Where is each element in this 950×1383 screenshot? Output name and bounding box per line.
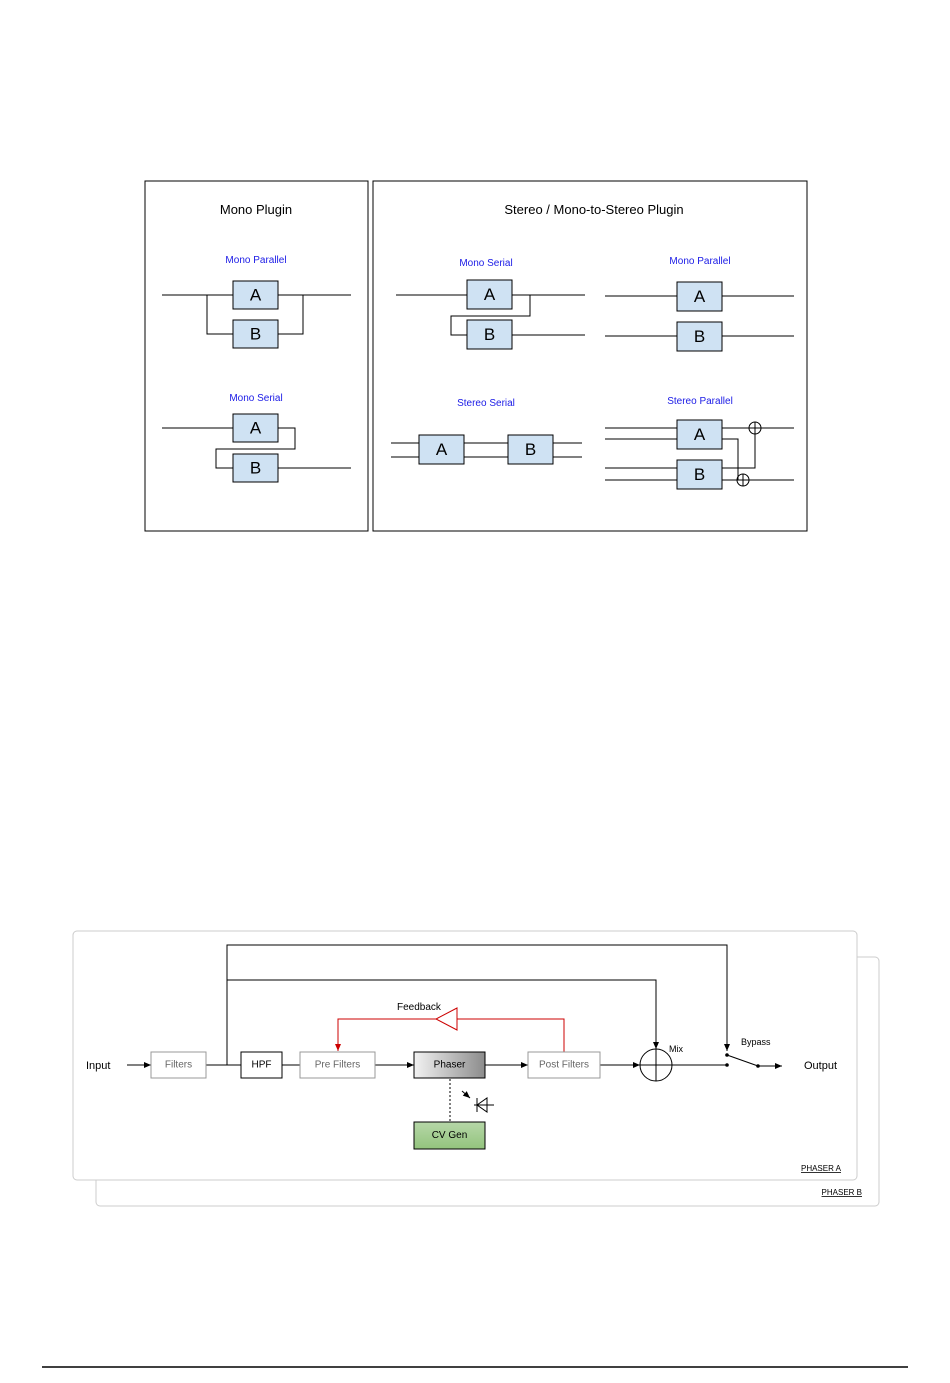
phaser-b-tag: PHASER B bbox=[822, 1188, 862, 1197]
stereo-parallel-label: Stereo Parallel bbox=[667, 396, 733, 407]
mono-serial-block-b-label: B bbox=[250, 459, 261, 478]
signal-flow-diagram: PHASER B PHASER A bbox=[73, 931, 879, 1206]
stereo-parallel-sum-node-top bbox=[749, 422, 761, 434]
stereo-parallel-sum-node-bottom bbox=[737, 474, 749, 486]
output-label: Output bbox=[804, 1060, 837, 1072]
stereo-mono-parallel-label: Mono Parallel bbox=[669, 256, 730, 267]
cv-gen-label: CV Gen bbox=[432, 1130, 468, 1141]
filters-label: Filters bbox=[165, 1060, 192, 1071]
routing-diagram: Mono Plugin Mono Parallel A B Mono Seria… bbox=[145, 181, 807, 531]
stereo-mono-serial-block-a-label: A bbox=[484, 285, 496, 304]
pre-filters-label: Pre Filters bbox=[315, 1060, 361, 1071]
mono-panel-title: Mono Plugin bbox=[220, 202, 292, 217]
bypass-contact-bottom bbox=[725, 1063, 729, 1067]
hpf-label: HPF bbox=[252, 1060, 272, 1071]
phaser-a-tag: PHASER A bbox=[801, 1164, 842, 1173]
bypass-contact-out bbox=[756, 1064, 760, 1068]
mono-parallel-block-b-label: B bbox=[250, 325, 261, 344]
mono-parallel-label: Mono Parallel bbox=[225, 255, 286, 266]
bypass-label: Bypass bbox=[741, 1037, 771, 1047]
stereo-serial-label: Stereo Serial bbox=[457, 398, 515, 409]
stereo-plugin-panel bbox=[373, 181, 807, 531]
input-label: Input bbox=[86, 1060, 110, 1072]
mono-parallel-block-a-label: A bbox=[250, 286, 262, 305]
feedback-label: Feedback bbox=[397, 1002, 442, 1013]
stereo-serial-block-a-label: A bbox=[436, 440, 448, 459]
mix-sum-node bbox=[640, 1049, 672, 1081]
mix-label: Mix bbox=[669, 1044, 683, 1054]
stereo-mono-serial-label: Mono Serial bbox=[459, 258, 512, 269]
mono-serial-block-a-label: A bbox=[250, 419, 262, 438]
stereo-parallel-block-a-label: A bbox=[694, 425, 706, 444]
stereo-mono-serial-block-b-label: B bbox=[484, 325, 495, 344]
stereo-parallel-block-b-label: B bbox=[694, 465, 705, 484]
stereo-serial-block-b-label: B bbox=[525, 440, 536, 459]
post-filters-label: Post Filters bbox=[539, 1060, 589, 1071]
phaser-label: Phaser bbox=[434, 1060, 466, 1071]
stereo-mono-parallel-block-b-label: B bbox=[694, 327, 705, 346]
stereo-panel-title: Stereo / Mono-to-Stereo Plugin bbox=[504, 202, 683, 217]
mono-serial-label: Mono Serial bbox=[229, 393, 282, 404]
stereo-mono-parallel-block-a-label: A bbox=[694, 287, 706, 306]
bypass-contact-top bbox=[725, 1053, 729, 1057]
